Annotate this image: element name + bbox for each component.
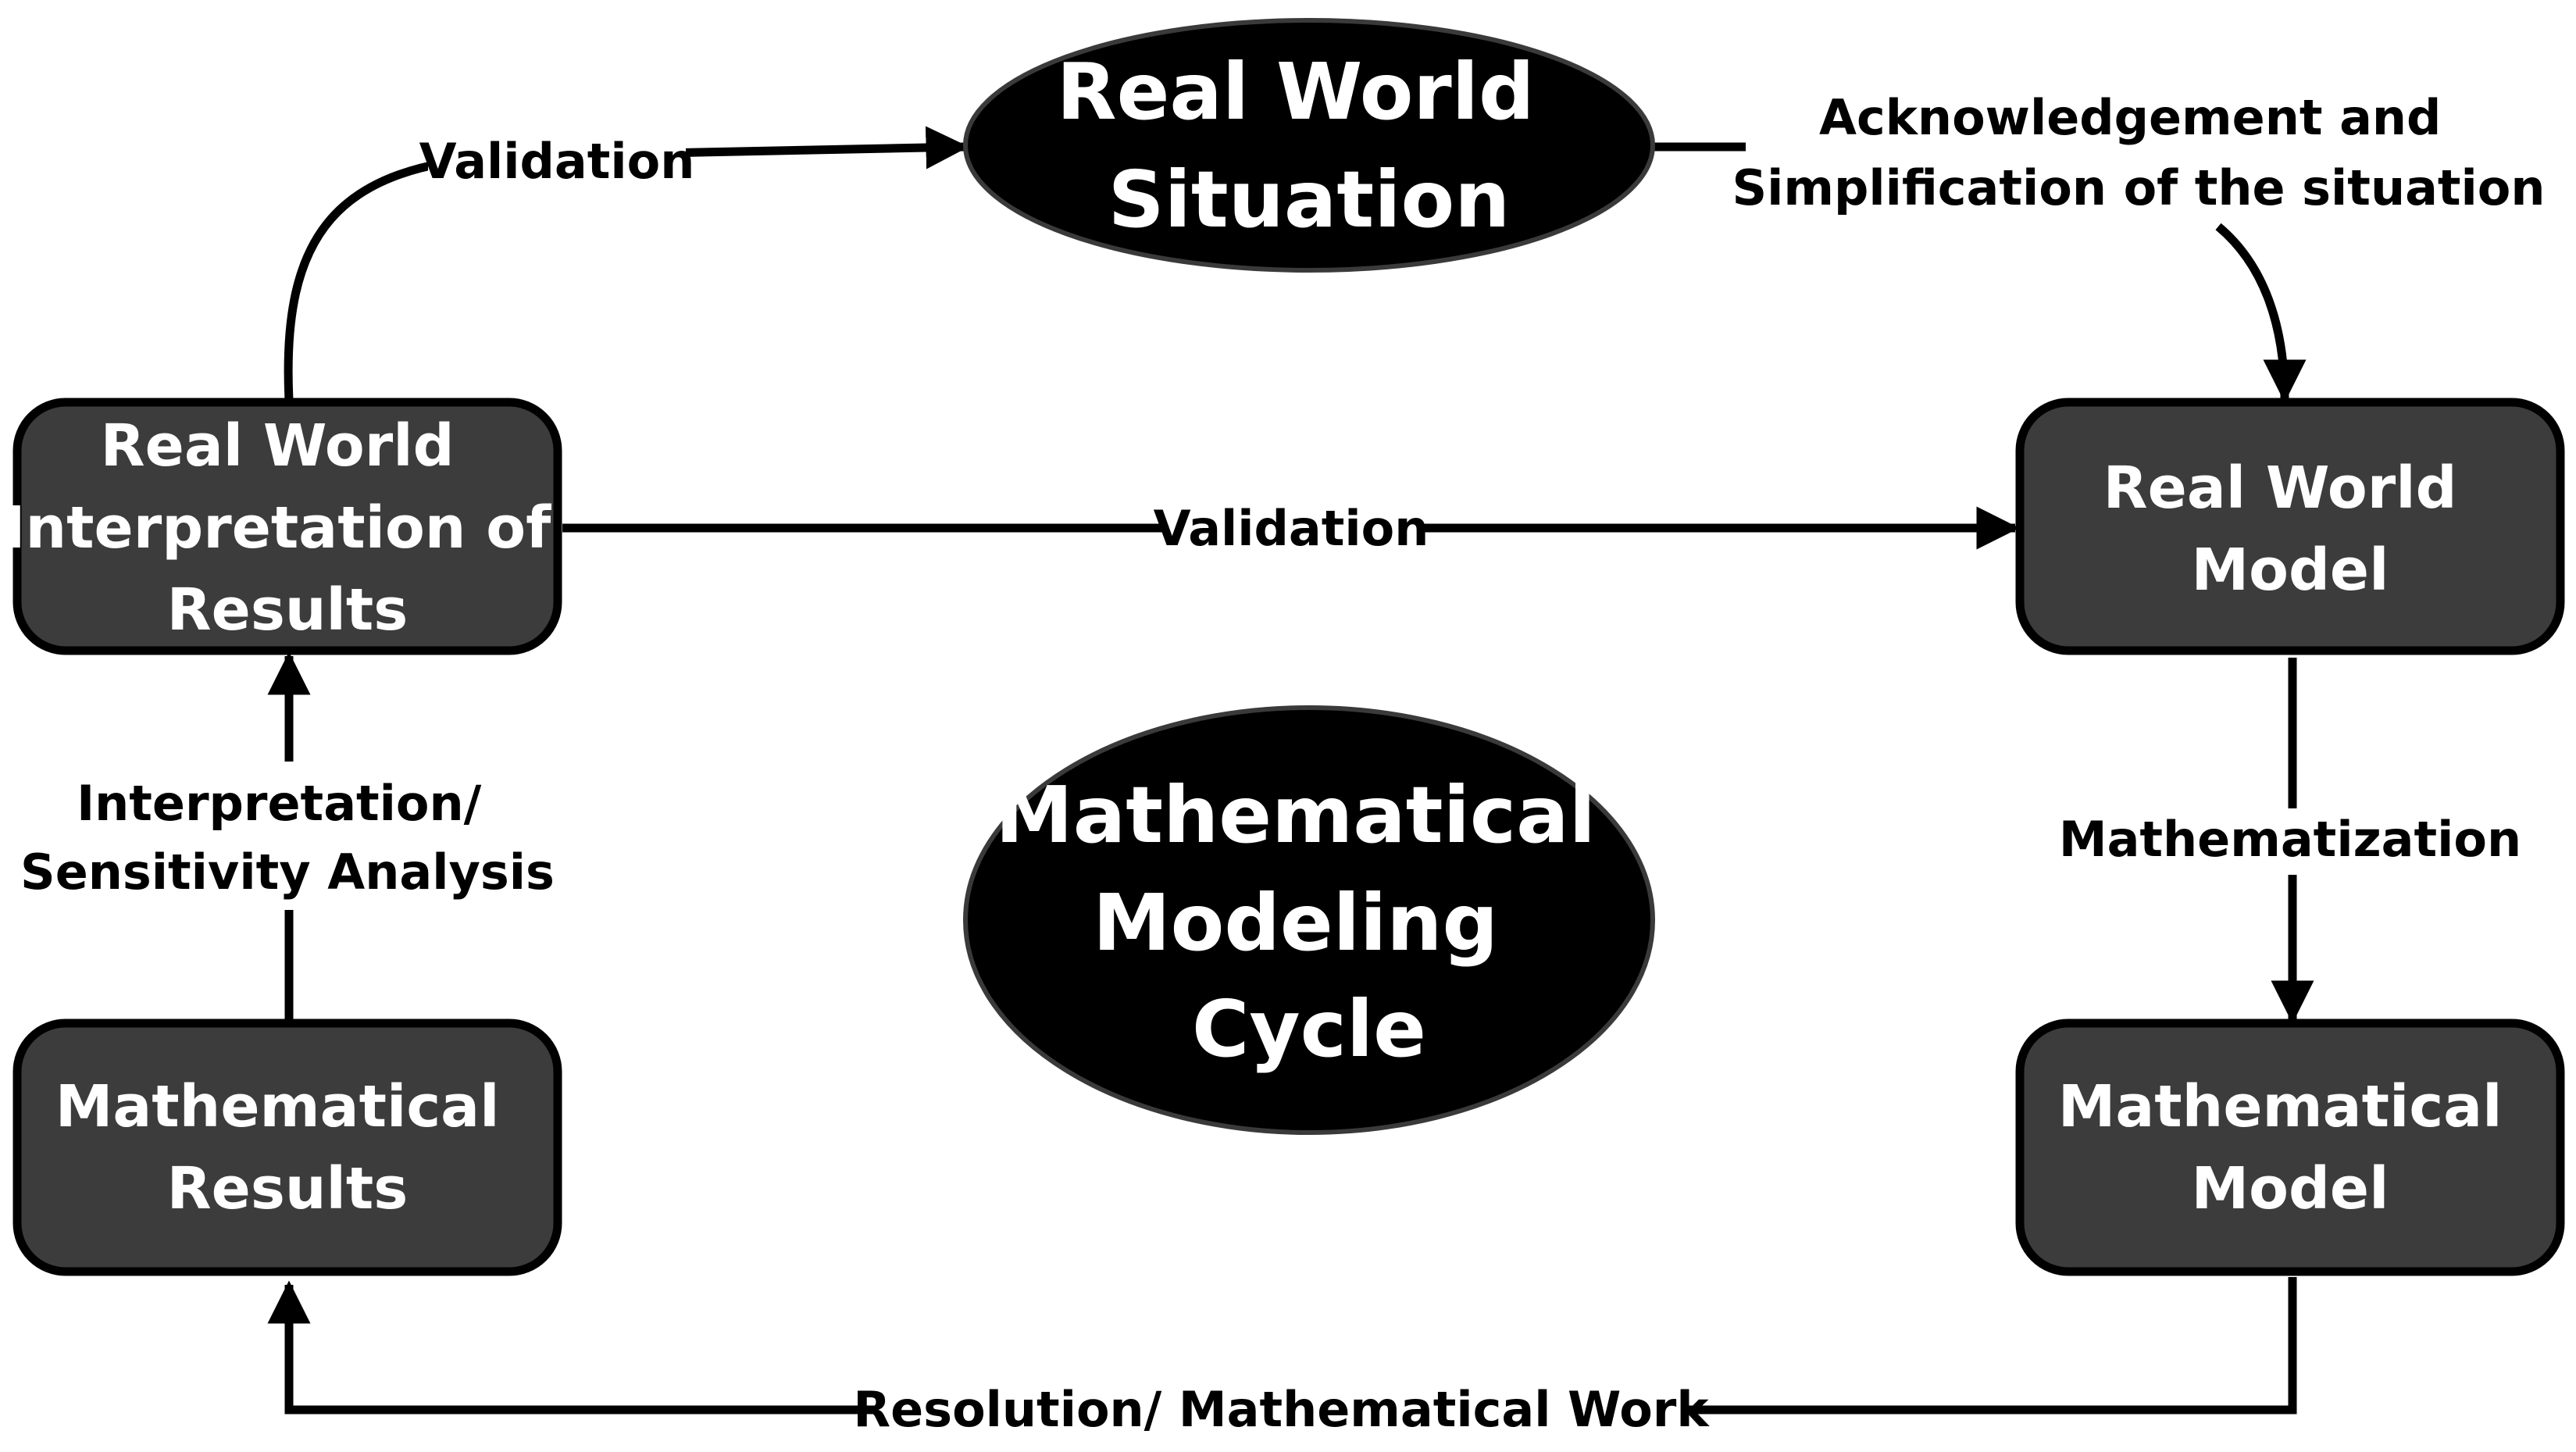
interpretation-label: Interpretation/ Sensitivity Analysis bbox=[20, 775, 555, 901]
mathematical-results-label: Mathematical Results bbox=[55, 1073, 520, 1222]
acknowledgement-label: Acknowledgement and Simplification of th… bbox=[1732, 89, 2545, 216]
mathematical-model-label: Mathematical Model bbox=[2058, 1073, 2523, 1222]
validation-top-label-bg bbox=[428, 129, 686, 191]
cycle-title-label: Mathematical Modeling Cycle bbox=[995, 769, 1622, 1075]
real-world-model-box bbox=[2015, 398, 2565, 655]
mathematical-results-box bbox=[12, 1019, 562, 1276]
cycle-title-ellipse bbox=[963, 705, 1655, 1135]
mathematization-label: Mathematization bbox=[2059, 811, 2521, 868]
real-world-situation-ellipse bbox=[963, 18, 1655, 273]
mathematical-model-box bbox=[2015, 1019, 2565, 1276]
connector-simplification bbox=[2215, 223, 2307, 403]
validation-middle-label-bg bbox=[1162, 500, 1420, 559]
real-world-model-label: Real World Model bbox=[2103, 455, 2478, 604]
validation-top-label: Validation bbox=[419, 133, 695, 190]
interpretation-of-results-label: Real World Interpretation of Results bbox=[4, 412, 571, 644]
validation-middle-label: Validation bbox=[1154, 500, 1429, 557]
resolution-label-bg bbox=[875, 1382, 1687, 1442]
interpretation-of-results-box bbox=[12, 398, 562, 655]
real-world-situation-label: Real World Situation bbox=[1057, 46, 1562, 245]
resolution-label: Resolution/ Mathematical Work bbox=[853, 1381, 1710, 1438]
